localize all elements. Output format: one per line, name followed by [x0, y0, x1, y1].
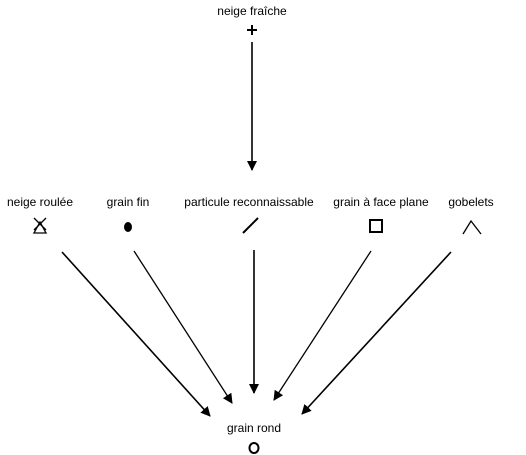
- caret-icon: [462, 219, 482, 235]
- label-neige-fraiche: neige fraîche: [217, 4, 287, 18]
- label-grain-rond: grain rond: [227, 421, 281, 435]
- label-gobelets: gobelets: [448, 195, 493, 209]
- circle-icon: [248, 442, 260, 454]
- label-particule-reconnaissable: particule reconnaissable: [184, 195, 314, 209]
- arrow-fine-to-round: [133, 250, 233, 404]
- label-grain-face-plane: grain à face plane: [333, 195, 429, 209]
- rolled-snow-icon: [32, 217, 48, 234]
- plus-icon: [247, 25, 257, 35]
- square-icon: [369, 219, 383, 233]
- slash-icon: [242, 217, 259, 234]
- arrow-flat-to-round: [273, 250, 372, 401]
- arrow-goblets-to-round: [301, 251, 452, 415]
- filled-dot-icon: [124, 222, 132, 232]
- arrow-rolled-to-round: [61, 251, 211, 417]
- label-grain-fin: grain fin: [107, 195, 150, 209]
- label-neige-roulee: neige roulée: [7, 195, 73, 209]
